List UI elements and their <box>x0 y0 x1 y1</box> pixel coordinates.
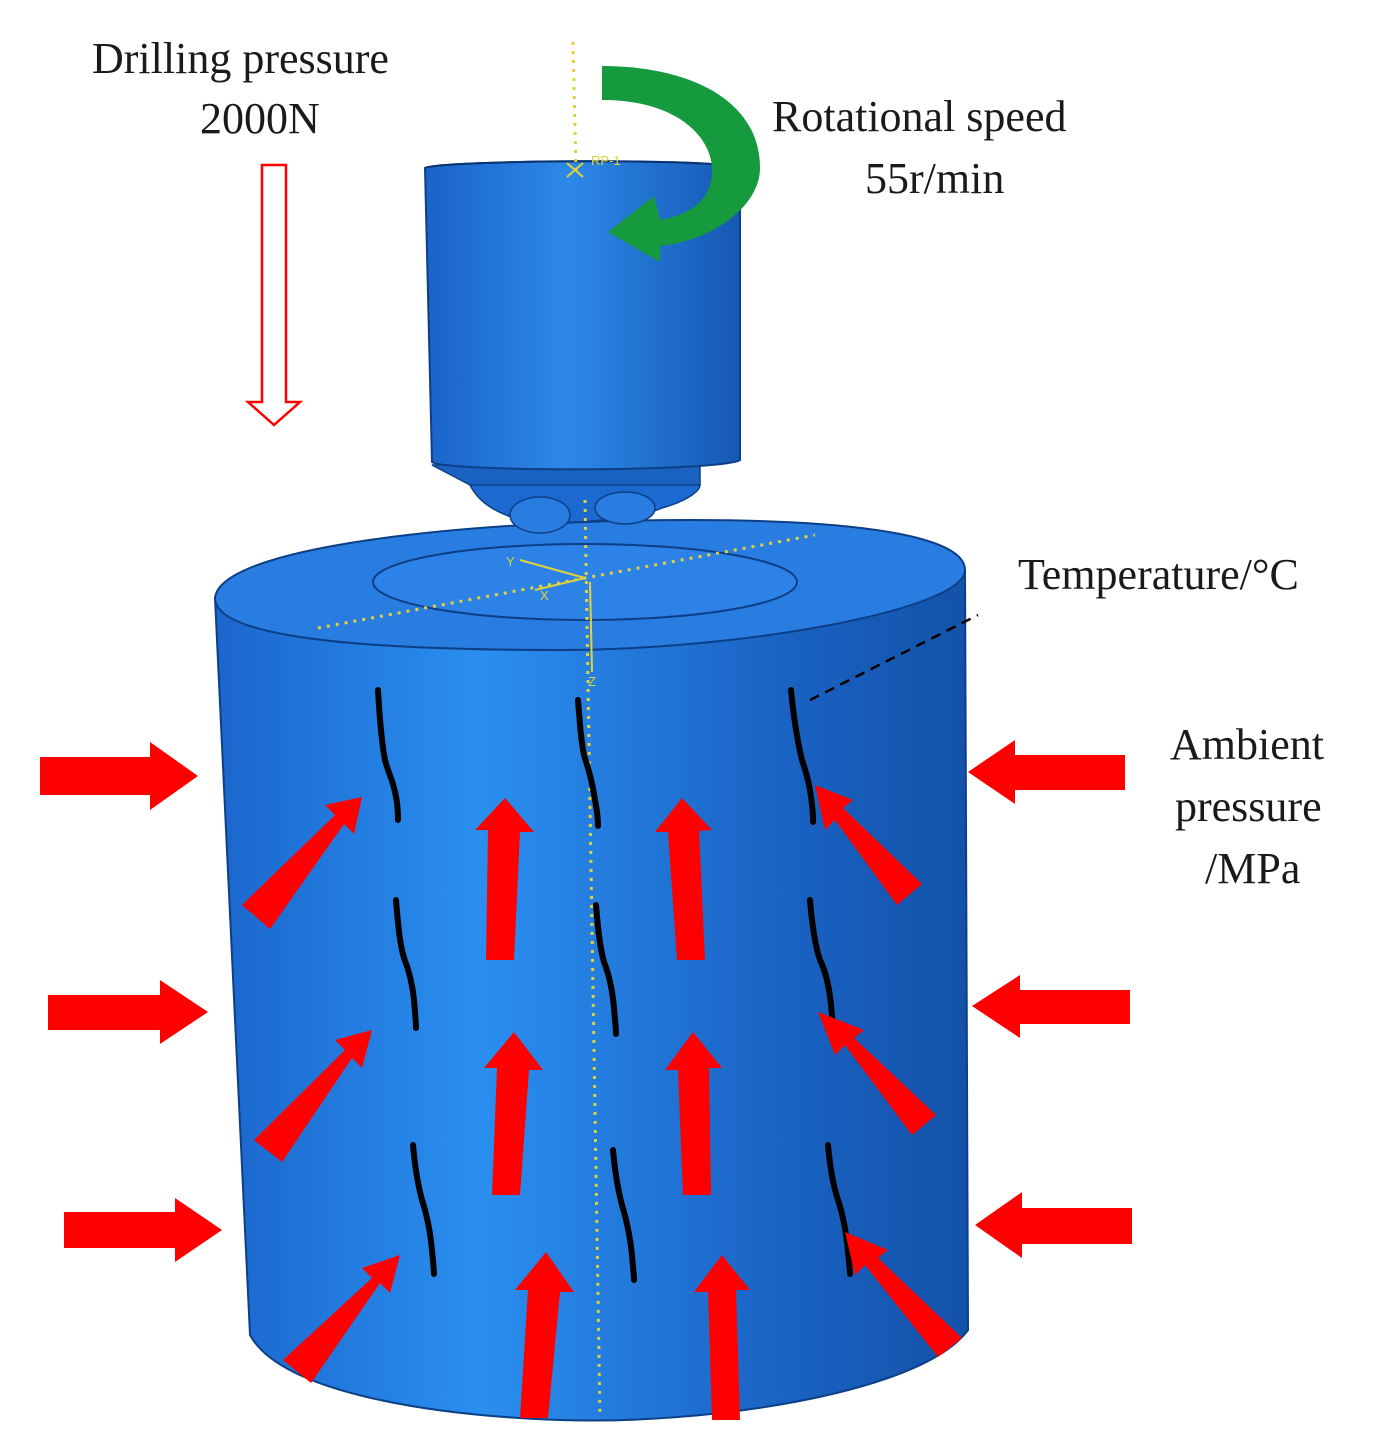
coordinate-triad <box>519 162 593 673</box>
ambient-label-line1: Ambient <box>1170 720 1324 769</box>
axis-y-label: Y <box>506 554 515 569</box>
ambient-pressure-arrows <box>40 740 1132 1262</box>
axis-z-label: Z <box>588 674 596 689</box>
axis-x-label: X <box>540 588 549 603</box>
ambient-label-line2: pressure <box>1175 782 1322 831</box>
hollow-down-arrow-icon <box>244 163 304 427</box>
ambient-label-line3: /MPa <box>1205 844 1301 893</box>
internal-pressure-arrows <box>242 785 962 1420</box>
rotational-speed-title: Rotational speed <box>772 92 1067 141</box>
drilling-pressure-title: Drilling pressure <box>92 34 389 83</box>
curved-arrow-icon <box>602 66 760 262</box>
temperature-label: Temperature/°C <box>1018 550 1299 599</box>
temperature-leader <box>809 613 979 702</box>
reference-point-label: RP-1 <box>591 153 621 168</box>
rotational-speed-value: 55r/min <box>865 154 1005 203</box>
drilling-pressure-value: 2000N <box>200 94 320 143</box>
